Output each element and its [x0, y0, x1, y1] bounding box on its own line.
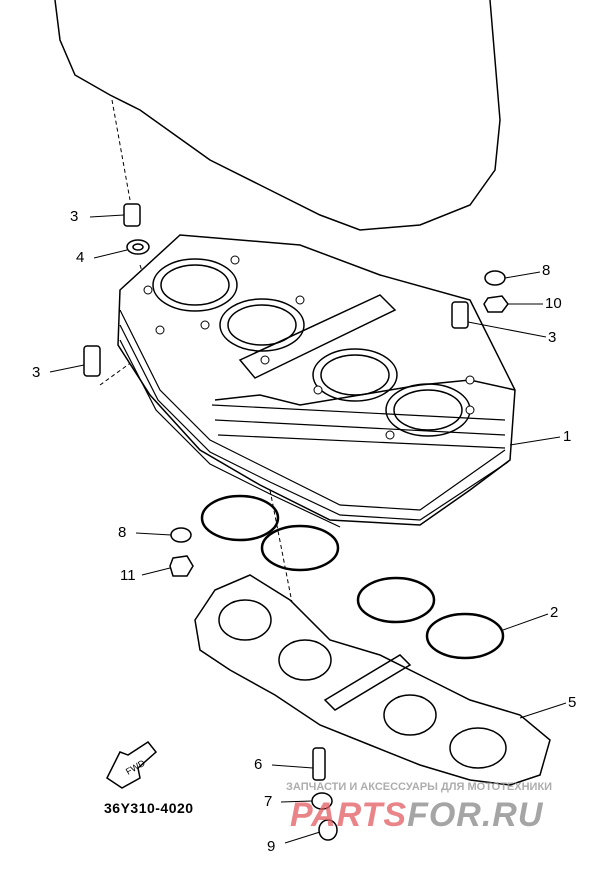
cylinder-gasket — [194, 574, 551, 786]
watermark-logo: PARTSFOR.RU — [290, 796, 543, 835]
callout-6: 6 — [254, 756, 263, 773]
callout-10: 10 — [545, 295, 562, 312]
crankcase-outline — [54, 0, 501, 231]
callout-3: 3 — [548, 329, 557, 346]
watermark-brand-a: PARTS — [290, 796, 408, 834]
callout-11: 11 — [120, 567, 136, 584]
callout-1: 1 — [563, 428, 572, 445]
fwd-arrow-icon — [106, 741, 158, 789]
part-code: 36Y310-4020 — [104, 800, 194, 816]
callout-2: 2 — [550, 604, 559, 621]
o-rings — [200, 494, 505, 660]
callout-8: 8 — [118, 524, 127, 541]
watermark-brand-b: FOR.RU — [407, 796, 544, 834]
callout-3: 3 — [70, 208, 79, 225]
fwd-label: FWD — [124, 758, 147, 777]
dowel-pins — [83, 203, 509, 841]
callout-5: 5 — [568, 694, 577, 711]
callout-8: 8 — [542, 262, 551, 279]
callout-4: 4 — [76, 249, 85, 266]
watermark-tagline: ЗАПЧАСТИ И АКСЕССУАРЫ ДЛЯ МОТОТЕХНИКИ — [286, 781, 553, 793]
callout-3: 3 — [32, 364, 41, 381]
cylinder-block — [117, 234, 516, 528]
callout-9: 9 — [267, 838, 276, 855]
callout-7: 7 — [264, 793, 273, 810]
